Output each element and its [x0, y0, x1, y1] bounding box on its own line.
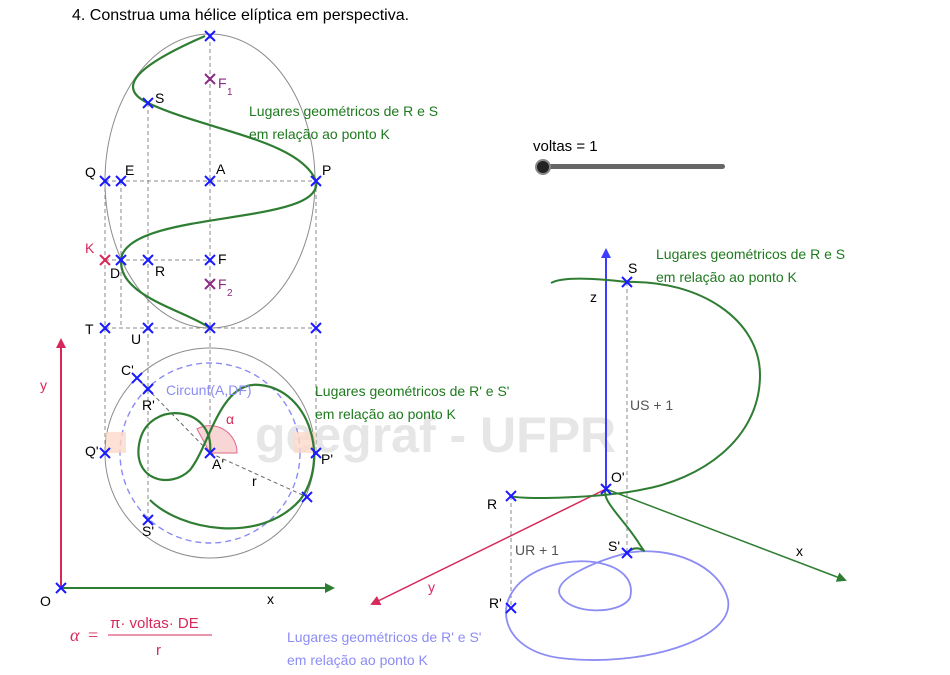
label-S: S	[155, 90, 164, 106]
label-P1: P'	[321, 451, 333, 467]
label-D: D	[110, 265, 120, 281]
label-K: K	[85, 240, 95, 256]
note-front-1: Lugares geométricos de R e S	[249, 103, 438, 119]
note-persp-1: Lugares geométricos de R e S	[656, 246, 845, 262]
label-Q: Q	[85, 164, 96, 180]
k-marker	[99, 254, 111, 266]
label-F2-sub: 2	[227, 288, 233, 299]
axes-2d	[56, 338, 335, 593]
note-persp-2: em relação ao ponto K	[656, 269, 798, 285]
persp-label-S1: S'	[608, 538, 620, 554]
persp-axis-y	[370, 488, 607, 605]
purple-markers	[204, 73, 216, 290]
voltas-slider[interactable]: voltas = 1	[533, 138, 733, 178]
label-A1: A'	[212, 456, 224, 472]
persp-label-R1: R'	[489, 595, 502, 611]
persp-label-UR: UR + 1	[515, 542, 559, 558]
label-x-axis: x	[267, 591, 274, 607]
voltas-slider-track[interactable]	[541, 164, 725, 169]
persp-label-y: y	[428, 579, 435, 595]
label-A: A	[216, 161, 226, 177]
label-Q1: Q'	[85, 443, 99, 459]
persp-label-z: z	[590, 289, 597, 305]
formula-den: r	[156, 642, 161, 659]
label-r: r	[252, 473, 257, 489]
label-F1-sub: 1	[227, 87, 233, 98]
label-T: T	[85, 321, 94, 337]
formula: α = π· voltas· DE r	[70, 615, 212, 659]
label-E: E	[125, 162, 134, 178]
label-y-axis: y	[40, 377, 47, 393]
label-R1: R'	[142, 397, 155, 413]
persp-label-x: x	[796, 543, 803, 559]
label-F1: F	[218, 75, 227, 91]
note-front-2: em relação ao ponto K	[249, 126, 391, 142]
top-helix	[137, 383, 316, 530]
persp-label-O1: O'	[611, 469, 625, 485]
persp-label-US: US + 1	[630, 397, 673, 413]
persp-axis-x	[605, 488, 847, 582]
note-top-2: em relação ao ponto K	[315, 406, 457, 422]
voltas-slider-label: voltas = 1	[533, 138, 598, 155]
point-markers	[55, 30, 633, 614]
persp-label-S: S	[628, 260, 637, 276]
label-O: O	[40, 593, 51, 609]
note-persp-plan-1: Lugares geométricos de R' e S'	[287, 629, 481, 645]
formula-eq: =	[88, 625, 98, 645]
label-S1: S'	[142, 523, 154, 539]
angle-mark-right	[294, 432, 316, 453]
persp-label-R: R	[487, 496, 497, 512]
label-alpha: α	[226, 411, 234, 427]
label-P: P	[322, 162, 331, 178]
formula-num: π· voltas· DE	[110, 615, 199, 632]
label-U: U	[131, 331, 141, 347]
label-F: F	[218, 251, 227, 267]
formula-lhs: α	[70, 625, 80, 645]
persp-plan-helix	[505, 550, 729, 661]
label-R: R	[155, 263, 165, 279]
note-persp-plan-2: em relação ao ponto K	[287, 652, 429, 668]
angle-mark-left	[106, 432, 126, 453]
label-F2: F	[218, 276, 227, 292]
label-circ: Circunf(A,DF)	[166, 382, 252, 398]
radius-line	[209, 452, 308, 498]
note-top-1: Lugares geométricos de R' e S'	[315, 383, 509, 399]
voltas-slider-knob[interactable]	[535, 159, 551, 175]
label-C1: C'	[121, 362, 134, 378]
exercise-title: 4. Construa uma hélice elíptica em persp…	[72, 7, 410, 24]
